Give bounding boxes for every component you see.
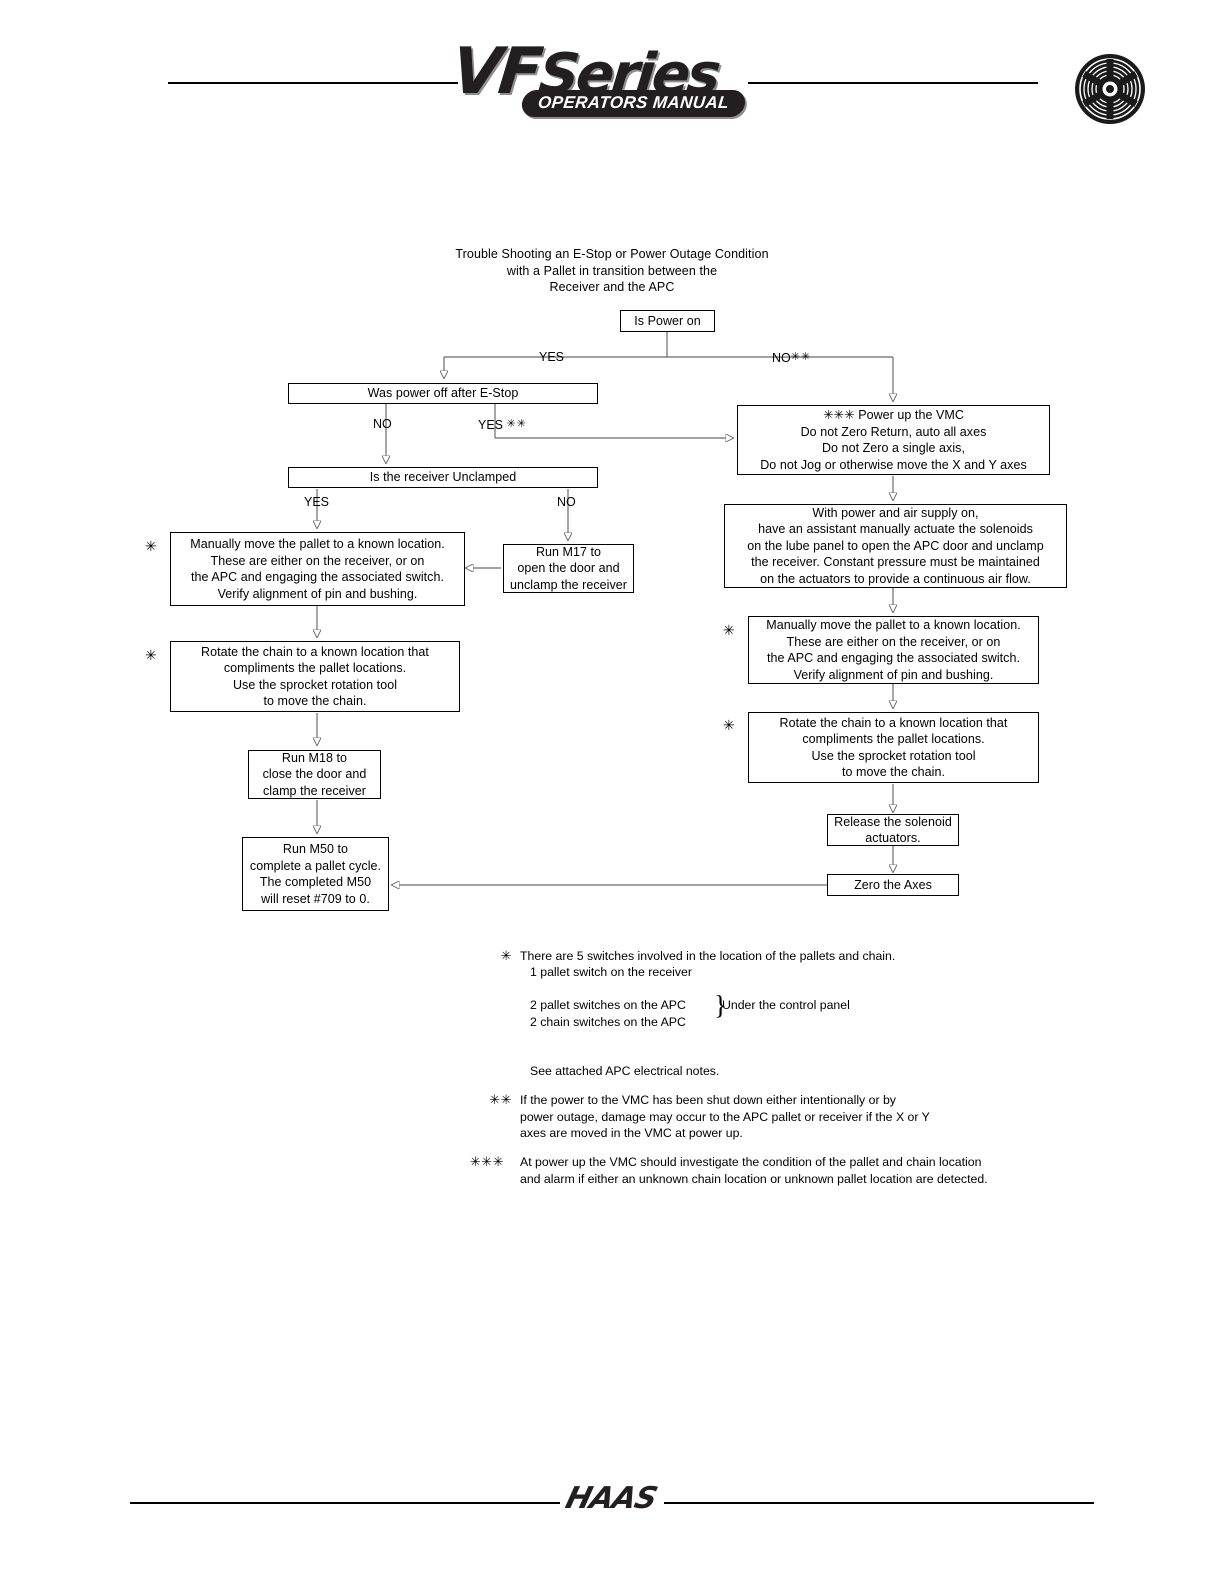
- footer-rule-right: [664, 1502, 1094, 1504]
- edge-label-estop-yes: YES ✳✳: [478, 417, 527, 432]
- node-rotate-chain-left[interactable]: Rotate the chain to a known location tha…: [170, 641, 460, 712]
- footnote-single-line-b: 2 pallet switches on the APC 2 chain swi…: [530, 998, 686, 1029]
- header-rule-left: [168, 82, 458, 84]
- node-run-m17[interactable]: Run M17 to open the door and unclamp the…: [503, 544, 634, 593]
- edge-label-power-no-asterisks: ✳✳: [790, 351, 812, 363]
- footnote-single-text: There are 5 switches involved in the loc…: [520, 949, 896, 963]
- footer-rule-left: [130, 1502, 560, 1504]
- footnote-mark-double: ✳✳: [489, 1092, 512, 1108]
- edge-label-power-yes: YES: [539, 350, 565, 364]
- asterisk-marker-manual-move-right: ✳: [723, 622, 735, 638]
- footnote-single-line-a: 1 pallet switch on the receiver: [530, 965, 692, 980]
- edge-label-estop-yes-text: YES: [478, 418, 504, 432]
- footnote-double-text: If the power to the VMC has been shut do…: [520, 1093, 930, 1141]
- footnote-triple-asterisk: ✳✳✳ At power up the VMC should investiga…: [468, 1154, 1088, 1187]
- node-manually-move-pallet-right[interactable]: Manually move the pallet to a known loca…: [748, 616, 1039, 684]
- flowchart-title: Trouble Shooting an E-Stop or Power Outa…: [455, 247, 769, 294]
- footnote-double-asterisk: ✳✳ If the power to the VMC has been shut…: [468, 1092, 1088, 1141]
- edge-label-power-no: NO✳✳: [772, 350, 811, 365]
- node-was-power-off-after-estop[interactable]: Was power off after E-Stop: [288, 383, 598, 404]
- footnote-mark-triple: ✳✳✳: [469, 1154, 504, 1170]
- footnote-single-brace-group: 2 pallet switches on the APC 2 chain swi…: [530, 981, 1088, 1063]
- node-zero-the-axes[interactable]: Zero the Axes: [827, 874, 959, 896]
- node-actuate-solenoids[interactable]: With power and air supply on, have an as…: [724, 504, 1067, 588]
- footnotes-section: ✳ There are 5 switches involved in the l…: [468, 948, 1088, 1200]
- brace-icon: }: [714, 989, 727, 1020]
- asterisk-marker-rotate-chain-left: ✳: [145, 647, 157, 663]
- edge-label-estop-no: NO: [373, 417, 392, 431]
- node-power-up-vmc[interactable]: ✳✳✳ Power up the VMC Do not Zero Return,…: [737, 405, 1050, 475]
- edge-label-unclamped-yes: YES: [304, 495, 330, 509]
- haas-wheel-emblem-icon: [1075, 54, 1145, 124]
- edge-label-unclamped-no: NO: [557, 495, 576, 509]
- footnote-mark-single: ✳: [500, 948, 512, 963]
- node-manually-move-pallet-left[interactable]: Manually move the pallet to a known loca…: [170, 532, 465, 606]
- node-release-solenoid-actuators[interactable]: Release the solenoid actuators.: [827, 814, 959, 846]
- edge-label-power-no-text: NO: [772, 351, 791, 365]
- footnote-single-asterisk: ✳ There are 5 switches involved in the l…: [468, 948, 1088, 1079]
- footnote-single-brace-note: Under the control panel: [722, 997, 850, 1012]
- haas-footer-logo: HAAS: [562, 1481, 661, 1516]
- header-rule-right: [748, 82, 1038, 84]
- asterisk-marker-rotate-chain-right: ✳: [723, 717, 735, 733]
- asterisk-marker-manual-move-left: ✳: [145, 538, 157, 554]
- edge-label-estop-yes-asterisks: ✳✳: [506, 418, 527, 430]
- node-rotate-chain-right[interactable]: Rotate the chain to a known location tha…: [748, 712, 1039, 783]
- node-is-power-on[interactable]: Is Power on: [620, 310, 715, 332]
- footnote-triple-text: At power up the VMC should investigate t…: [520, 1155, 988, 1186]
- node-run-m50[interactable]: Run M50 to complete a pallet cycle. The …: [242, 837, 389, 911]
- node-run-m18[interactable]: Run M18 to close the door and clamp the …: [248, 750, 381, 799]
- page-header: VFSeries OPERATORS MANUAL: [0, 0, 1224, 150]
- footnote-single-line-c: See attached APC electrical notes.: [530, 1063, 720, 1078]
- node-is-receiver-unclamped[interactable]: Is the receiver Unclamped: [288, 467, 598, 488]
- page-footer: HAAS: [0, 1480, 1224, 1540]
